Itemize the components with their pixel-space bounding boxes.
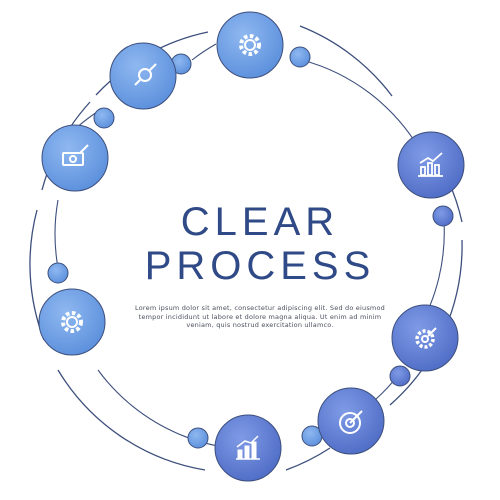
title-line-1: CLEAR [180, 200, 340, 244]
connector-dots [47, 46, 454, 449]
gear-icon [239, 34, 261, 56]
node-gear-left [38, 288, 106, 356]
bar-chart-icon [236, 435, 260, 460]
node-key [109, 42, 177, 110]
connector-dot [47, 262, 69, 284]
node-target [317, 387, 385, 455]
ring-arc [191, 43, 217, 61]
connector-dot [432, 205, 454, 227]
connector-dot [389, 365, 411, 387]
ticket-icon [62, 144, 89, 166]
node-chart-right [397, 131, 465, 199]
title-line-2: PROCESS [144, 244, 376, 288]
key-icon [134, 63, 157, 86]
node-gear-top [216, 11, 284, 79]
node-settings-right [391, 304, 459, 372]
target-icon [339, 410, 363, 434]
ring-arc [299, 25, 393, 97]
node-chart-bottom [214, 414, 282, 482]
node-ticket [41, 124, 109, 192]
connector-dot [289, 46, 311, 68]
description-text: Lorem ipsum dolor sit amet, consectetur … [135, 304, 385, 329]
connector-dot [93, 107, 115, 129]
ring-arc [57, 369, 206, 471]
gear-target-icon [415, 327, 437, 349]
ring-arc [285, 447, 331, 471]
connector-dot [187, 427, 209, 449]
ring-arc [54, 199, 59, 269]
bar-chart-icon [418, 152, 443, 177]
gear-icon [61, 311, 83, 333]
ring-arc [301, 59, 421, 151]
title-block: CLEAR PROCESS Lorem ipsum dolor sit amet… [130, 200, 390, 330]
